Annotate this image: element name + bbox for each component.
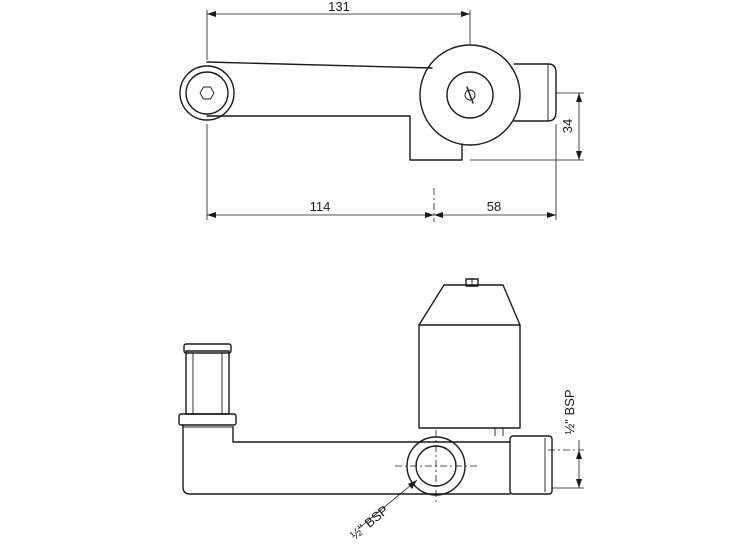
valve-head-cap	[418, 284, 521, 326]
dimension-131-label: 131	[328, 0, 350, 14]
dimension-34-label: 34	[560, 119, 575, 133]
top-view-valve-body-outer	[419, 44, 521, 146]
dimension-58-label: 58	[487, 199, 501, 214]
side-right-stub	[509, 435, 553, 495]
dimension-114-label: 114	[310, 199, 331, 214]
riser-cap	[183, 343, 232, 354]
top-view-valve-spindle	[464, 89, 476, 101]
dimension-bottom-row: 114 58	[206, 124, 557, 222]
dimension-inlet-thread: ½" BSP	[347, 479, 418, 543]
dimension-height: 34	[470, 92, 584, 161]
dimension-overall-width: 131	[206, 0, 471, 60]
valve-body-cylinder	[418, 324, 521, 429]
outlet-thread-label: ½" BSP	[562, 389, 577, 434]
top-view: 131 114 58 34	[179, 0, 584, 222]
dimension-outlet-thread: ½" BSP	[552, 389, 584, 489]
inlet-thread-label: ½" BSP	[347, 502, 391, 542]
top-view-left-fitting-inner	[185, 71, 229, 115]
riser-pipe	[185, 350, 230, 415]
hex-socket-icon	[199, 86, 215, 100]
screw-slot-icon	[466, 86, 474, 104]
top-view-left-fitting-outer	[179, 65, 235, 121]
top-view-valve-body-inner	[446, 71, 494, 119]
riser-collar	[178, 413, 237, 426]
side-pipe-run	[182, 424, 511, 495]
side-view: ½" BSP ½" BSP	[178, 278, 584, 543]
top-view-arm-body	[206, 61, 463, 161]
top-view-outlet-stub	[513, 63, 557, 122]
